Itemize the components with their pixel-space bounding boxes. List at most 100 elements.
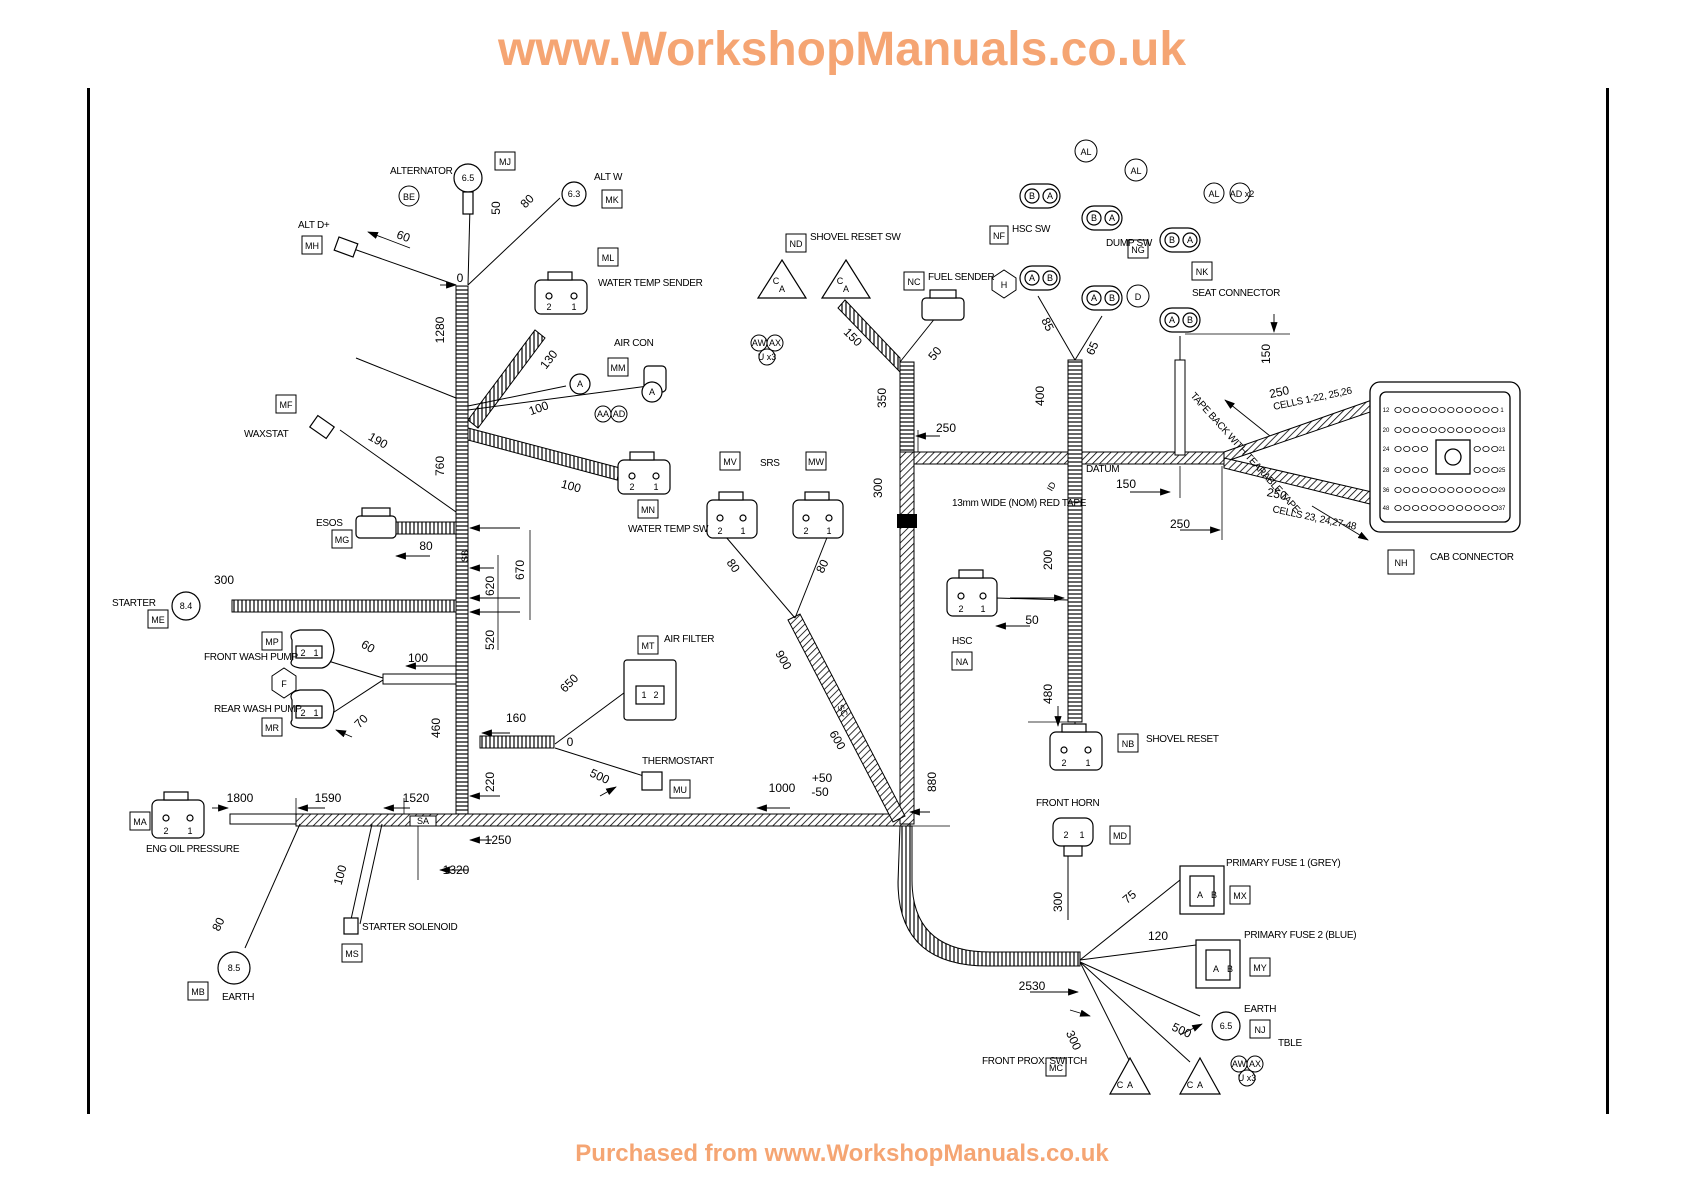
svg-text:AL: AL [1130,166,1141,176]
connector-front-wash [290,629,335,669]
frame-border-left [87,88,90,1114]
wire-solenoid-2 [359,823,383,925]
svg-text:A: A [779,284,785,294]
trunk-bottom-horizontal [295,813,911,827]
svg-text:C: C [773,276,780,286]
connector-primary-fuse-2 [1195,939,1241,989]
wash-branch [382,673,457,685]
connector-esos [355,507,397,539]
seat-tape-back [1174,359,1186,456]
svg-text:75: 75 [1120,887,1139,907]
cab-cell [1412,466,1420,473]
svg-text:600: 600 [826,728,848,753]
cab-cell [1464,426,1473,433]
label-dump-sw: DUMP SW [1106,238,1153,249]
wire-prox-1 [1079,961,1131,1063]
cab-cell [1473,445,1481,452]
cab-branch-lower [1223,457,1373,505]
wire-thermostart [554,747,651,779]
cab-cell [1412,426,1420,433]
wire-front-wash [324,659,384,679]
svg-text:1: 1 [740,526,745,536]
cab-cell [1464,486,1473,493]
svg-text:B: B [1211,890,1217,900]
svg-text:MW: MW [808,457,824,467]
ring-terminals [171,163,1241,1041]
svg-text:1: 1 [1085,758,1090,768]
svg-text:13: 13 [1499,428,1506,434]
cab-cell [1412,504,1420,511]
cab-cell [1403,504,1411,511]
svg-text:70: 70 [351,711,371,731]
svg-text:AW: AW [1232,1059,1247,1069]
svg-text:+50: +50 [812,771,833,785]
svg-text:A: A [1109,213,1115,223]
wire-dump-sw [1074,315,1103,361]
label-water-temp-sw: WATER TEMP SW [628,524,709,535]
svg-text:B: B [1029,191,1035,201]
cab-cell [1403,466,1411,473]
label-shovel-reset-sw: SHOVEL RESET SW [810,232,901,243]
svg-text:NC: NC [908,277,921,287]
svg-text:500: 500 [1170,1020,1194,1041]
svg-text:120: 120 [1148,929,1168,943]
label-tble: TBLE [1278,1038,1302,1049]
svg-text:AA: AA [597,409,609,419]
svg-text:500: 500 [588,766,612,787]
cab-cell [1403,426,1411,433]
connector-fuel-sender [921,289,965,321]
cab-cell [1473,406,1481,413]
svg-text:2: 2 [1063,830,1068,840]
svg-text:1: 1 [980,604,985,614]
connector-rear-wash [290,689,335,729]
svg-text:250: 250 [1170,517,1190,531]
wire-alternator [467,205,471,286]
svg-text:MK: MK [605,195,619,205]
cab-cell [1394,406,1402,413]
svg-text:C: C [1187,1080,1194,1090]
svg-text:200: 200 [1041,550,1055,570]
cab-cell [1420,504,1429,511]
svg-text:BE: BE [403,192,415,202]
svg-text:21: 21 [1499,447,1506,453]
wire-earth-nj [1079,961,1201,1017]
connector-eng-oil-pressure [151,791,205,839]
label-esos: ESOS [316,518,343,529]
svg-text:190: 190 [366,429,391,451]
dimension-arrows [212,231,1369,1036]
trunk-right-vertical [1067,359,1083,723]
wire-air-con-1 [467,385,567,407]
label-front-prox-switch: FRONT PROX. SWITCH [982,1056,1087,1067]
connector-solenoid [343,917,359,935]
connector-shovel-reset [1049,723,1103,771]
svg-text:85: 85 [1038,315,1056,333]
svg-text:670: 670 [513,560,527,580]
svg-text:MN: MN [641,505,655,515]
cab-cell [1482,426,1490,433]
svg-text:A: A [577,379,583,389]
cab-cell [1482,445,1490,452]
svg-text:1: 1 [653,482,658,492]
component-labels: ALTERNATOR ALT W ALT D+ WATER TEMP SENDE… [112,166,1514,1067]
svg-text:MS: MS [345,949,359,959]
connector-water-temp-sender [534,271,588,315]
svg-text:20: 20 [1383,428,1390,434]
svg-text:2: 2 [653,690,658,700]
svg-text:1280: 1280 [433,316,447,343]
label-front-horn: FRONT HORN [1036,798,1100,809]
cab-cell [1394,504,1402,511]
cab-cell [1464,504,1473,511]
svg-text:60: 60 [359,637,378,656]
shovel-reset-branch [837,299,901,374]
svg-text:C: C [837,276,844,286]
cab-cell [1447,504,1455,511]
svg-text:1: 1 [313,708,318,718]
svg-text:A: A [1197,890,1203,900]
label-primary-fuse-2: PRIMARY FUSE 2 (BLUE) [1244,930,1356,941]
svg-text:AL: AL [1080,147,1091,157]
connector-thermostart [641,771,663,791]
svg-text:1590: 1590 [315,791,342,805]
svg-text:F: F [281,679,287,689]
svg-text:520: 520 [483,630,497,650]
cab-cell [1464,406,1473,413]
